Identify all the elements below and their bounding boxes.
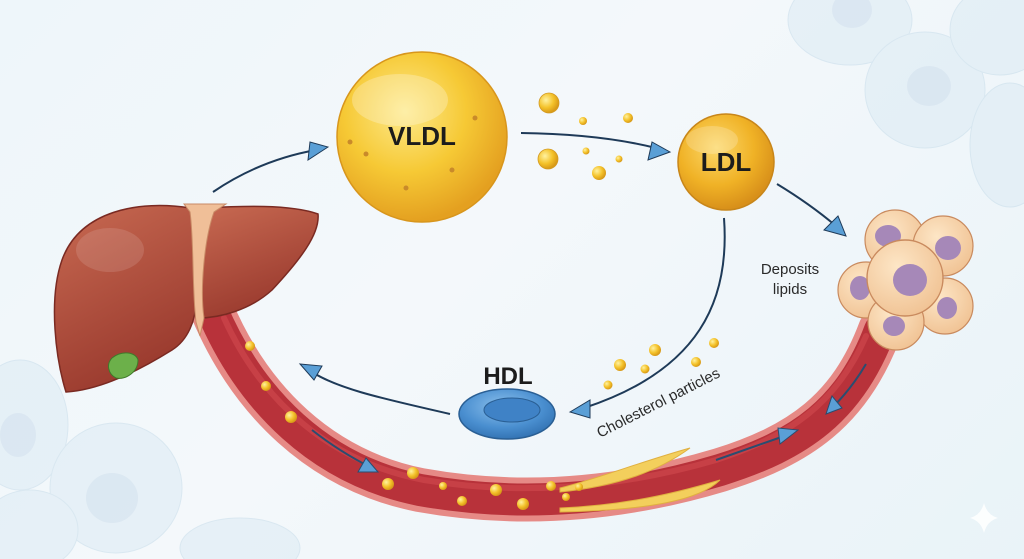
- arrow-head: [298, 363, 323, 381]
- arrow-hdl-to-liver[interactable]: [298, 363, 451, 415]
- background-cell: [179, 517, 301, 559]
- background-cell: [0, 489, 79, 559]
- vessel-cholesterol-dot: [382, 478, 394, 490]
- vldl-speck: [449, 167, 455, 173]
- background-cell-nucleus: [832, 0, 872, 28]
- arrow-shaft: [212, 149, 317, 193]
- liver-highlight: [76, 228, 144, 272]
- cholesterol-particle: [603, 380, 613, 390]
- vldl-label: VLDL: [388, 121, 456, 151]
- vessel-flow-arrowhead: [357, 457, 380, 473]
- released-particle: [538, 92, 560, 114]
- cholesterol-particles: [603, 338, 719, 390]
- ldl-highlight: [686, 126, 738, 154]
- released-particle: [579, 117, 587, 125]
- vldl-speck: [472, 115, 478, 121]
- cell-cluster[interactable]: [837, 209, 974, 351]
- vessel-flow-arrowhead: [777, 427, 800, 445]
- cell-nucleus: [883, 316, 905, 336]
- cell-nucleus: [937, 297, 957, 319]
- arrow-head: [823, 215, 847, 237]
- deposits-lipids-label-line1: Deposits: [761, 261, 819, 278]
- arrow-shaft: [311, 371, 451, 415]
- released-particle: [615, 155, 623, 163]
- deposits-lipids-label-line2: lipids: [773, 281, 807, 298]
- arrow-head: [568, 399, 591, 419]
- background-cell-nucleus: [86, 473, 138, 523]
- cholesterol-particle: [640, 364, 650, 374]
- released-particle: [623, 113, 633, 123]
- plaque-deposit-upper: [559, 447, 691, 493]
- sparkle-icon: [970, 503, 998, 533]
- vessel-cholesterol-dot: [546, 481, 556, 491]
- arrow-ldl-to-hdl[interactable]: [568, 217, 726, 419]
- arrow-head: [307, 141, 330, 161]
- vessel-cholesterol-dot: [517, 498, 529, 510]
- cell-nucleus: [893, 264, 927, 296]
- plaque-deposit-lower: [559, 479, 721, 513]
- vessel-cholesterol-dot: [575, 483, 583, 491]
- background-cell: [969, 82, 1024, 208]
- falciform-ligament: [183, 203, 228, 337]
- cholesterol-particle: [691, 357, 701, 367]
- hdl-disc-center: [483, 397, 541, 423]
- vessel-cholesterol-dot: [285, 411, 297, 423]
- cholesterol-particle: [614, 359, 626, 371]
- vldl-speck: [363, 151, 369, 157]
- ldl-sphere: [677, 113, 775, 211]
- vessel-cholesterol-dot: [490, 484, 502, 496]
- cholesterol-particle: [709, 338, 719, 348]
- hdl-particle[interactable]: HDL: [458, 363, 556, 440]
- vessel-cholesterol-dot: [457, 496, 467, 506]
- arrow-head: [647, 141, 672, 161]
- arrow-shaft: [776, 183, 837, 227]
- arrow-ldl-to-cells[interactable]: [776, 183, 847, 237]
- cell-nucleus: [850, 276, 870, 300]
- arrow-shaft: [583, 217, 726, 409]
- arrow-liver-to-vldl[interactable]: [212, 141, 330, 193]
- released-particle: [582, 147, 590, 155]
- vessel-flow-arrows: [311, 363, 867, 473]
- released-particle: [592, 166, 606, 180]
- arrow-shaft: [520, 132, 657, 149]
- vessel-cholesterol-dot: [562, 493, 570, 501]
- vldl-speck: [403, 185, 409, 191]
- ldl-particle[interactable]: LDL: [677, 113, 775, 211]
- ldl-label: LDL: [701, 147, 752, 177]
- cholesterol-particles-label: Cholesterol particles: [594, 365, 723, 442]
- vessel-cholesterol-dot: [439, 482, 447, 490]
- vldl-particle[interactable]: VLDL: [336, 51, 508, 223]
- gallbladder: [108, 352, 139, 379]
- background-cell: [787, 0, 913, 66]
- vessel-cholesterol-dot: [261, 381, 271, 391]
- arrow-vldl-to-ldl[interactable]: [520, 132, 672, 161]
- cholesterol-particle: [649, 344, 661, 356]
- vldl-sphere: [336, 51, 508, 223]
- vldl-speck: [347, 139, 353, 145]
- background-cell-nucleus: [907, 66, 951, 106]
- vldl-highlight: [352, 74, 448, 126]
- hdl-label: HDL: [483, 363, 532, 390]
- vessel-cholesterol-dot: [245, 341, 255, 351]
- background-cell-nucleus: [0, 413, 36, 457]
- cell-nucleus: [935, 236, 961, 260]
- background-cell: [949, 0, 1024, 76]
- liver-right-lobe: [196, 205, 319, 319]
- released-particles: [537, 92, 633, 180]
- vessel-lumen: [196, 294, 896, 516]
- vessel-cholesterol-dot: [407, 467, 419, 479]
- vessel-flow-arrowhead: [825, 394, 843, 415]
- released-particle: [537, 148, 559, 170]
- liver: [53, 203, 319, 393]
- vessel-cholesterol-dots: [245, 341, 583, 510]
